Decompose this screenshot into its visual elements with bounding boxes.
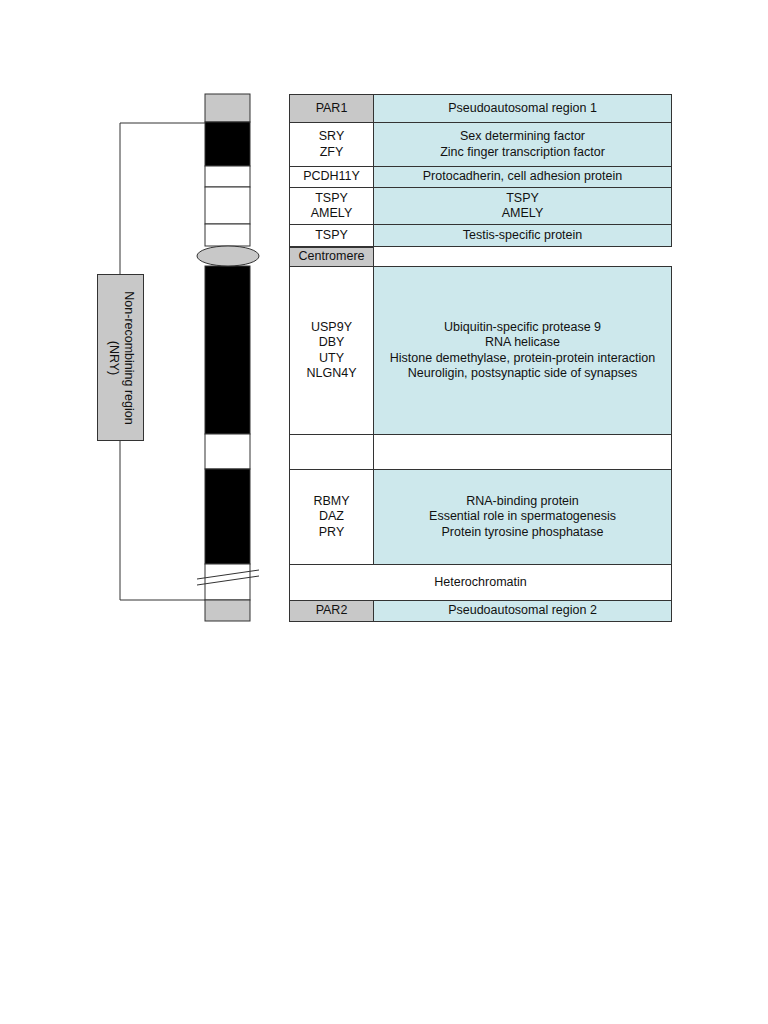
cell-text: UTY: [319, 351, 344, 367]
chromosome-band: [205, 564, 250, 600]
break-mark: [197, 576, 259, 585]
empty-cells: [290, 435, 672, 470]
description-cell: RNA-binding proteinEssential role in spe…: [373, 469, 672, 565]
bracket-line: [120, 440, 205, 600]
chromosome-band: [205, 266, 250, 434]
cell-text: Pseudoautosomal region 2: [448, 603, 597, 619]
cell-text: RBMY: [313, 494, 349, 510]
cell-text: Neuroligin, postsynaptic side of synapse…: [408, 366, 637, 382]
centromere-symbol: [197, 246, 259, 266]
description-cell: Pseudoautosomal region 1: [373, 94, 672, 123]
cell-text: Pseudoautosomal region 1: [448, 101, 597, 117]
cell-text: Ubiquitin-specific protease 9: [444, 320, 601, 336]
gene-cell: PCDH11Y: [289, 166, 374, 188]
cell-text: Testis-specific protein: [463, 228, 583, 244]
region-name-cell: PAR2: [289, 600, 374, 622]
description-cell: Protocadherin, cell adhesion protein: [373, 166, 672, 188]
cell-text: SRY: [319, 129, 344, 145]
cell-text: USP9Y: [311, 320, 352, 336]
chromosome-band: [205, 434, 250, 469]
cell-text: Centromere: [299, 249, 365, 265]
cell-text: TSPY: [506, 191, 539, 207]
cell-text: Essential role in spermatogenesis: [429, 509, 616, 525]
description-cell: TSPYAMELY: [373, 187, 672, 225]
cell-text: TSPY: [315, 228, 348, 244]
gene-cell: USP9YDBYUTYNLGN4Y: [289, 266, 374, 435]
chromosome-band: [205, 166, 250, 187]
cell-text: ZFY: [320, 145, 344, 161]
heterochromatin-cell: Heterochromatin: [289, 564, 672, 601]
empty-cell: [374, 435, 672, 470]
cell-text: AMELY: [502, 206, 543, 222]
cell-text: NLGN4Y: [306, 366, 356, 382]
cell-text: Zinc finger transcription factor: [440, 145, 605, 161]
chromosome-band: [205, 94, 250, 122]
description-cell: Pseudoautosomal region 2: [373, 600, 672, 622]
cell-text: AMELY: [311, 206, 352, 222]
cell-text: Sex determining factor: [460, 129, 585, 145]
chromosome: [197, 94, 259, 621]
cell-text: RNA helicase: [485, 335, 560, 351]
gene-cell: RBMYDAZPRY: [289, 469, 374, 565]
description-cell: Ubiquitin-specific protease 9RNA helicas…: [373, 266, 672, 435]
chromosome-band: [205, 469, 250, 564]
gene-cell: TSPY: [289, 224, 374, 247]
region-label: Non-recombining region (NRY): [106, 283, 136, 433]
cell-text: Histone demethylase, protein-protein int…: [390, 351, 655, 367]
chromosome-band: [205, 122, 250, 166]
region-label-box: Non-recombining region (NRY): [97, 274, 144, 441]
cell-text: RNA-binding protein: [466, 494, 579, 510]
chromosome-band: [205, 224, 250, 246]
empty-cell: [290, 435, 374, 470]
cell-text: PCDH11Y: [303, 169, 360, 185]
cell-text: Protein tyrosine phosphatase: [442, 525, 604, 541]
bracket-line: [120, 123, 205, 274]
cell-text: DAZ: [319, 509, 344, 525]
region-name-cell: Centromere: [289, 247, 374, 267]
gene-cell: SRYZFY: [289, 122, 374, 167]
description-cell: Sex determining factorZinc finger transc…: [373, 122, 672, 167]
cell-text: DBY: [319, 335, 345, 351]
chromosome-band: [205, 187, 250, 224]
gene-cell: TSPYAMELY: [289, 187, 374, 225]
chromosome-band: [205, 600, 250, 621]
description-cell: Testis-specific protein: [373, 224, 672, 247]
cell-text: PRY: [319, 525, 344, 541]
cell-text: TSPY: [315, 191, 348, 207]
cell-text: PAR2: [316, 603, 348, 619]
cell-text: Heterochromatin: [434, 575, 526, 591]
region-name-cell: PAR1: [289, 94, 374, 123]
cell-text: Protocadherin, cell adhesion protein: [423, 169, 622, 185]
cell-text: PAR1: [316, 101, 348, 117]
